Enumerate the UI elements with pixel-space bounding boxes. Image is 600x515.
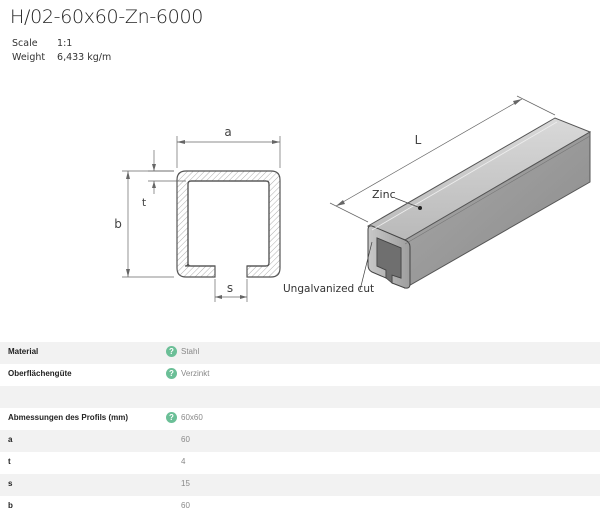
dim-t-label: t: [142, 196, 147, 209]
table-row: Material? Stahl: [0, 342, 600, 364]
property-label: s: [8, 479, 13, 488]
property-label: Oberflächengüte: [8, 369, 72, 378]
table-row: Oberflächengüte? Verzinkt: [0, 364, 600, 386]
property-value: 60: [181, 435, 190, 444]
question-icon[interactable]: ?: [166, 368, 177, 379]
property-label: Material: [8, 347, 39, 356]
property-label: Abmessungen des Profils (mm): [8, 413, 129, 422]
weight-label: Weight: [12, 52, 46, 63]
property-value: 4: [181, 457, 186, 466]
property-value: 60: [181, 501, 190, 510]
dim-a-label: a: [224, 125, 231, 139]
page-title: H/02-60x60-Zn-6000: [10, 6, 204, 28]
table-row: Abmessungen des Profils (mm)? 60x60: [0, 408, 600, 430]
cross-section: a b t s: [114, 125, 281, 302]
question-icon[interactable]: ?: [166, 412, 177, 423]
table-row: a 60: [0, 430, 600, 452]
table-row: s 15: [0, 474, 600, 496]
weight-info: Weight 6,433 kg/m: [12, 52, 111, 63]
property-label: t: [8, 457, 11, 466]
question-icon[interactable]: ?: [166, 346, 177, 357]
zinc-label: Zinc: [372, 188, 396, 201]
dim-b-label: b: [114, 217, 122, 231]
property-label: a: [8, 435, 13, 444]
property-value: 60x60: [181, 413, 203, 422]
profile-3d: L Zinc Ungalvanized cut: [283, 95, 592, 295]
profile-drawing: a b t s: [114, 95, 592, 302]
table-row: [0, 386, 600, 408]
scale-value: 1:1: [57, 38, 73, 49]
scale-info: Scale 1:1: [12, 38, 72, 49]
property-value: Verzinkt: [181, 369, 210, 378]
property-value: 15: [181, 479, 190, 488]
table-row: b 60: [0, 496, 600, 515]
ungalvanized-cut-label: Ungalvanized cut: [283, 283, 374, 295]
weight-value: 6,433 kg/m: [57, 52, 112, 63]
dim-s-label: s: [227, 281, 233, 295]
property-label: b: [8, 501, 13, 510]
scale-label: Scale: [12, 38, 38, 49]
property-value: Stahl: [181, 347, 200, 356]
dim-L-label: L: [415, 133, 422, 147]
